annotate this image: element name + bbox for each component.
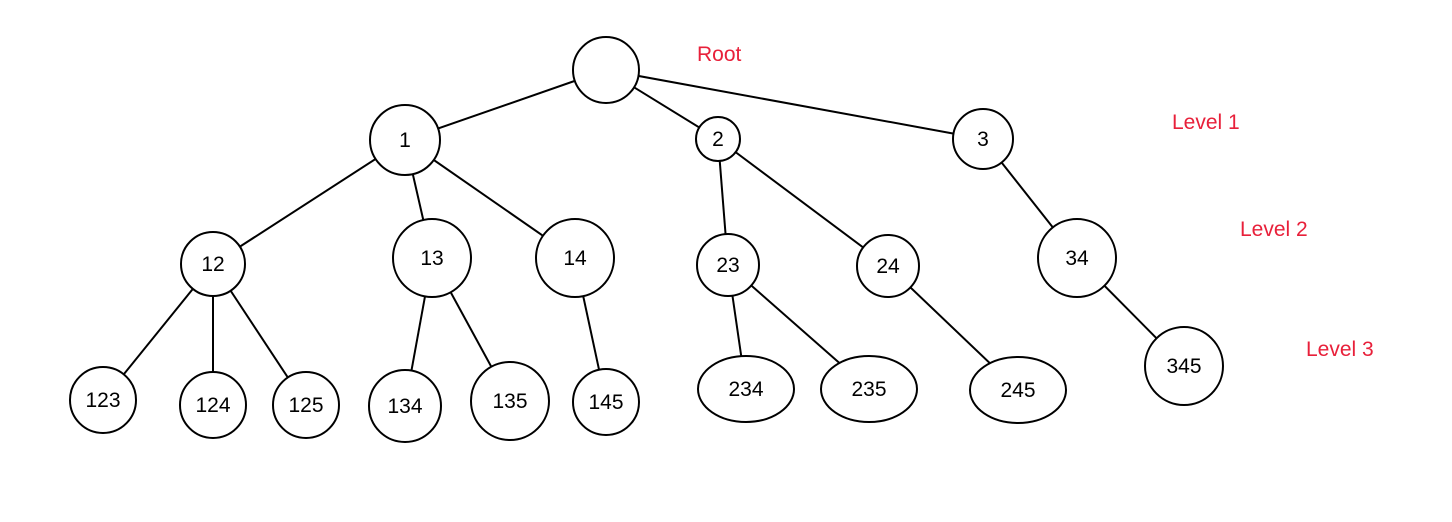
- node-345-shape: [1144, 326, 1224, 406]
- node-145: 145: [572, 368, 640, 436]
- node-23-shape: [696, 233, 760, 297]
- node-135-label: 135: [492, 390, 527, 413]
- node-12: 12: [180, 231, 246, 297]
- node-125-label: 125: [288, 394, 323, 417]
- node-3-shape: [952, 108, 1014, 170]
- node-12-label: 12: [201, 253, 224, 276]
- node-24-label: 24: [876, 255, 900, 278]
- node-245: 245: [969, 356, 1067, 424]
- level-label-2: Level 2: [1240, 218, 1308, 241]
- node-145-label: 145: [588, 391, 623, 414]
- node-124-label: 124: [195, 394, 230, 417]
- node-134-label: 134: [387, 395, 422, 418]
- node-145-shape: [572, 368, 640, 436]
- node-135: 135: [470, 361, 550, 441]
- node-14: 14: [535, 218, 615, 298]
- node-2-shape: [695, 116, 741, 162]
- node-123-shape: [69, 366, 137, 434]
- edges-layer: [102, 69, 1185, 407]
- node-34: 34: [1037, 218, 1117, 298]
- node-245-label: 245: [1000, 379, 1035, 402]
- node-245-shape: [969, 356, 1067, 424]
- node-1-label: 1: [399, 129, 411, 152]
- node-13-label: 13: [420, 247, 443, 270]
- node-root: [572, 36, 640, 104]
- node-13: 13: [392, 218, 472, 298]
- node-135-shape: [470, 361, 550, 441]
- node-235: 235: [820, 355, 918, 423]
- node-34-shape: [1037, 218, 1117, 298]
- node-23-label: 23: [716, 254, 739, 277]
- node-123-label: 123: [85, 389, 120, 412]
- node-123: 123: [69, 366, 137, 434]
- node-134-shape: [368, 369, 442, 443]
- node-134: 134: [368, 369, 442, 443]
- edge-n1-n12: [212, 139, 406, 265]
- node-235-label: 235: [851, 378, 886, 401]
- node-24: 24: [856, 234, 920, 298]
- node-34-label: 34: [1065, 247, 1089, 270]
- node-124-shape: [179, 371, 247, 439]
- level-label-1: Level 1: [1172, 111, 1240, 134]
- node-124: 124: [179, 371, 247, 439]
- node-14-label: 14: [563, 247, 587, 270]
- node-23: 23: [696, 233, 760, 297]
- level-label-3: Level 3: [1306, 338, 1374, 361]
- node-125-shape: [272, 371, 340, 439]
- node-345-label: 345: [1166, 355, 1201, 378]
- level-label-root: Root: [697, 43, 742, 66]
- node-2: 2: [695, 116, 741, 162]
- node-3-label: 3: [977, 128, 989, 151]
- node-3: 3: [952, 108, 1014, 170]
- node-235-shape: [820, 355, 918, 423]
- node-root-shape: [572, 36, 640, 104]
- node-345: 345: [1144, 326, 1224, 406]
- node-234-shape: [697, 355, 795, 423]
- node-2-label: 2: [712, 128, 724, 151]
- node-234: 234: [697, 355, 795, 423]
- node-12-shape: [180, 231, 246, 297]
- node-24-shape: [856, 234, 920, 298]
- node-1: 1: [369, 104, 441, 176]
- node-125: 125: [272, 371, 340, 439]
- node-13-shape: [392, 218, 472, 298]
- node-234-label: 234: [728, 378, 763, 401]
- edge-n2-n24: [717, 138, 889, 267]
- node-14-shape: [535, 218, 615, 298]
- edge-root-n3: [605, 69, 984, 140]
- node-1-shape: [369, 104, 441, 176]
